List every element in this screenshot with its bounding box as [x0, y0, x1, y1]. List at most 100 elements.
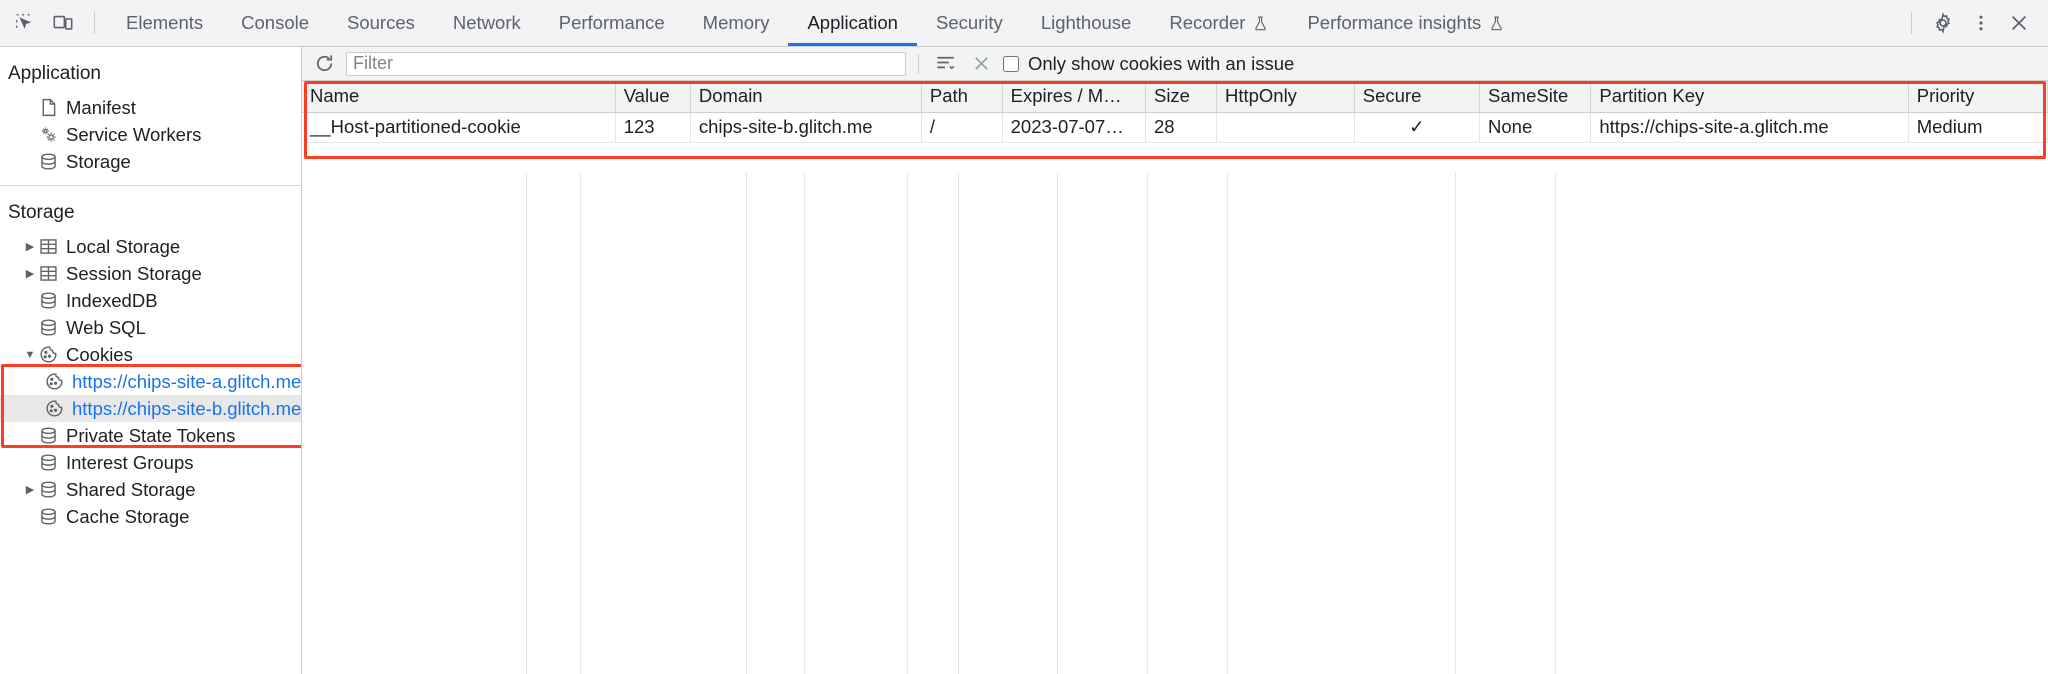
col-sep	[1058, 173, 1148, 674]
cell-samesite[interactable]: None	[1479, 112, 1592, 143]
tab-label: Memory	[702, 12, 770, 33]
sidebar-item-manifest[interactable]: ▶ Manifest	[0, 94, 301, 121]
column-header-domain[interactable]: Domain	[690, 81, 922, 113]
refresh-icon[interactable]	[310, 51, 338, 77]
device-toolbar-icon[interactable]	[44, 4, 82, 42]
tab-label: Sources	[347, 12, 415, 33]
col-sep	[1148, 173, 1228, 674]
cell-path[interactable]: /	[921, 112, 1003, 143]
tab-label: Elements	[126, 12, 204, 33]
sidebar-item-shared-storage[interactable]: ▶ Shared Storage	[0, 476, 301, 503]
sidebar-item-cache-storage[interactable]: ▶ Cache Storage	[0, 503, 301, 530]
cell-partition-key[interactable]: https://chips-site-a.glitch.me	[1590, 112, 1909, 143]
cell-priority[interactable]: Medium	[1908, 112, 2048, 143]
filter-input[interactable]	[346, 51, 906, 76]
col-sep	[527, 173, 581, 674]
cookies-grid-container: Name Value Domain Path Expires / M… Size…	[302, 81, 2048, 674]
column-header-partition-key[interactable]: Partition Key	[1590, 81, 1909, 113]
tab-sources[interactable]: Sources	[328, 0, 434, 46]
toolbar-divider	[94, 12, 95, 34]
col-sep	[581, 173, 747, 674]
tab-network[interactable]: Network	[434, 0, 540, 46]
tab-recorder[interactable]: Recorder	[1150, 0, 1288, 46]
devtools-tabbar: Elements Console Sources Network Perform…	[0, 0, 2048, 47]
tab-security[interactable]: Security	[917, 0, 1022, 46]
table-row[interactable]: __Host-partitioned-cookie 123 chips-site…	[302, 112, 2048, 143]
sidebar-item-cookies[interactable]: ▼ Cookies	[0, 341, 301, 368]
close-icon[interactable]	[2000, 4, 2038, 42]
sidebar-item-private-state-tokens[interactable]: ▶ Private State Tokens	[0, 422, 301, 449]
column-header-expires[interactable]: Expires / M…	[1002, 81, 1146, 113]
experiment-flask-icon	[1488, 15, 1505, 32]
cell-name[interactable]: __Host-partitioned-cookie	[302, 112, 616, 143]
tab-elements[interactable]: Elements	[107, 0, 222, 46]
cell-expires[interactable]: 2023-07-07…	[1002, 112, 1146, 143]
tab-performance-insights[interactable]: Performance insights	[1288, 0, 1524, 46]
column-header-path[interactable]: Path	[921, 81, 1003, 113]
tab-label: Performance insights	[1307, 12, 1482, 33]
cell-httponly[interactable]	[1216, 112, 1355, 143]
sidebar-item-label: Cookies	[66, 344, 133, 365]
database-icon	[38, 506, 64, 527]
gear-icon[interactable]	[1924, 4, 1962, 42]
filler-cell	[1479, 142, 1592, 143]
column-header-samesite[interactable]: SameSite	[1479, 81, 1592, 113]
filler-cell	[1145, 142, 1217, 143]
sidebar-item-label: Service Workers	[66, 124, 202, 145]
cell-size[interactable]: 28	[1145, 112, 1217, 143]
tab-lighthouse[interactable]: Lighthouse	[1022, 0, 1151, 46]
clear-x-icon[interactable]	[967, 51, 995, 77]
database-icon	[38, 452, 64, 473]
filler-cell	[1216, 142, 1355, 143]
column-header-size[interactable]: Size	[1145, 81, 1217, 113]
only-issues-checkbox[interactable]	[1003, 55, 1019, 72]
sidebar-item-label: IndexedDB	[66, 290, 158, 311]
chevron-down-icon[interactable]: ▼	[24, 348, 36, 361]
filler-cell	[921, 142, 1003, 143]
chevron-right-icon[interactable]: ▶	[25, 241, 35, 253]
sidebar-item-interest-groups[interactable]: ▶ Interest Groups	[0, 449, 301, 476]
column-header-value[interactable]: Value	[615, 81, 691, 113]
tab-label: Network	[452, 12, 521, 33]
cell-value[interactable]: 123	[615, 112, 691, 143]
sidebar-section-application: Application ▶ Manifest ▶	[0, 47, 301, 185]
chevron-right-icon[interactable]: ▶	[25, 484, 35, 496]
tab-console[interactable]: Console	[222, 0, 328, 46]
column-header-secure[interactable]: Secure	[1354, 81, 1481, 113]
table-icon	[38, 236, 64, 257]
more-vertical-icon[interactable]	[1962, 4, 2000, 42]
filler-cell	[1354, 142, 1481, 143]
cookies-panel: Only show cookies with an issue Name Val…	[302, 47, 2048, 674]
only-issues-label: Only show cookies with an issue	[1028, 52, 1295, 74]
column-header-priority[interactable]: Priority	[1908, 81, 2048, 113]
chevron-right-icon[interactable]: ▶	[25, 268, 35, 280]
tab-performance[interactable]: Performance	[540, 0, 684, 46]
sidebar-section-title: Storage	[8, 202, 75, 223]
inspect-cursor-icon[interactable]	[6, 4, 44, 42]
sidebar-item-cookies-site-b[interactable]: https://chips-site-b.glitch.me	[0, 395, 301, 422]
tab-label: Recorder	[1169, 12, 1246, 33]
column-header-name[interactable]: Name	[302, 81, 616, 113]
sidebar-item-service-workers[interactable]: ▶ Service Workers	[0, 121, 301, 148]
sidebar-item-storage[interactable]: ▶ Storage	[0, 148, 301, 175]
sidebar-item-local-storage[interactable]: ▶ Local Storage	[0, 233, 301, 260]
sidebar-item-web-sql[interactable]: ▶ Web SQL	[0, 314, 301, 341]
column-header-httponly[interactable]: HttpOnly	[1216, 81, 1355, 113]
sidebar-item-label: Session Storage	[66, 263, 202, 284]
sidebar-item-session-storage[interactable]: ▶ Session Storage	[0, 260, 301, 287]
sidebar-item-cookies-site-a[interactable]: https://chips-site-a.glitch.me	[0, 368, 301, 395]
cell-secure[interactable]: ✓	[1354, 112, 1481, 143]
cell-domain[interactable]: chips-site-b.glitch.me	[690, 112, 922, 143]
sidebar-item-label: Storage	[66, 151, 131, 172]
sidebar-section-title: Application	[8, 63, 101, 84]
filter-list-icon[interactable]	[931, 51, 959, 77]
tab-label: Performance	[558, 12, 665, 33]
tab-memory[interactable]: Memory	[684, 0, 789, 46]
tab-application[interactable]: Application	[788, 0, 917, 46]
database-icon	[38, 290, 64, 311]
panel-tabs: Elements Console Sources Network Perform…	[107, 0, 1524, 46]
only-issues-checkbox-wrapper[interactable]: Only show cookies with an issue	[1003, 53, 1294, 75]
sidebar-item-indexeddb[interactable]: ▶ IndexedDB	[0, 287, 301, 314]
document-icon	[38, 97, 64, 118]
